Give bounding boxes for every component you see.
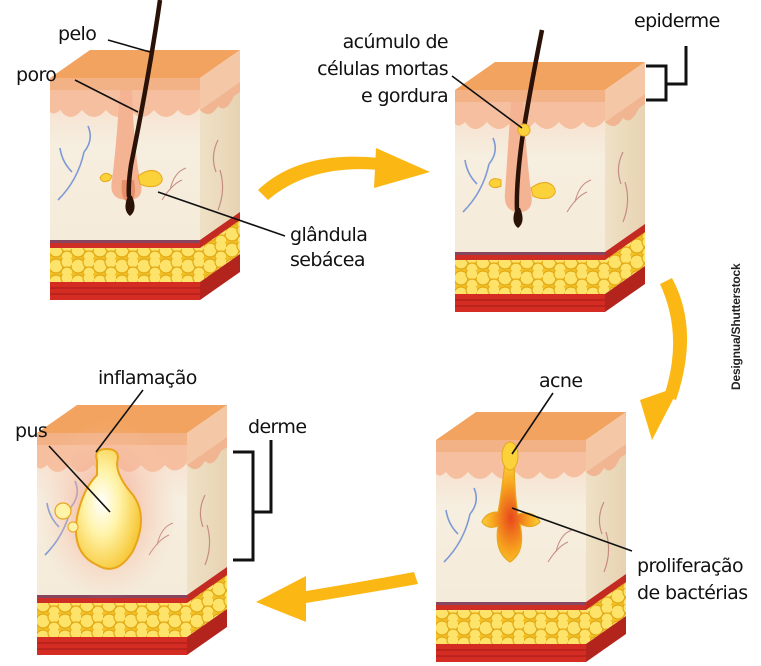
- arrow-step-1: [258, 148, 430, 200]
- label-inflamacao: inflamação: [98, 367, 197, 390]
- bracket-epiderme: [646, 46, 686, 100]
- label-pelo: pelo: [58, 23, 96, 46]
- label-acne: acne: [539, 370, 582, 393]
- arrow-step-3: [256, 572, 418, 622]
- arrow-step-2: [640, 278, 687, 440]
- label-derme: derme: [248, 416, 306, 439]
- skin-block-acne: [436, 412, 626, 662]
- label-proliferacao-line2: de bactérias: [637, 582, 748, 605]
- label-epiderme: epiderme: [634, 10, 720, 33]
- label-glandula-line2: sebácea: [290, 249, 365, 272]
- label-proliferacao-line1: proliferação: [637, 555, 743, 578]
- label-pus: pus: [15, 420, 47, 443]
- label-poro: poro: [16, 64, 56, 87]
- label-acumulo-line3: e gordura: [300, 85, 448, 108]
- label-acumulo-line1: acúmulo de: [300, 31, 448, 54]
- label-glandula-line1: glândula: [290, 224, 367, 247]
- bracket-derme: [233, 440, 271, 560]
- label-acumulo-line2: células mortas: [300, 58, 448, 81]
- skin-block-inflamed: [37, 405, 227, 655]
- image-credit: Designua/Shutterstock: [729, 264, 743, 391]
